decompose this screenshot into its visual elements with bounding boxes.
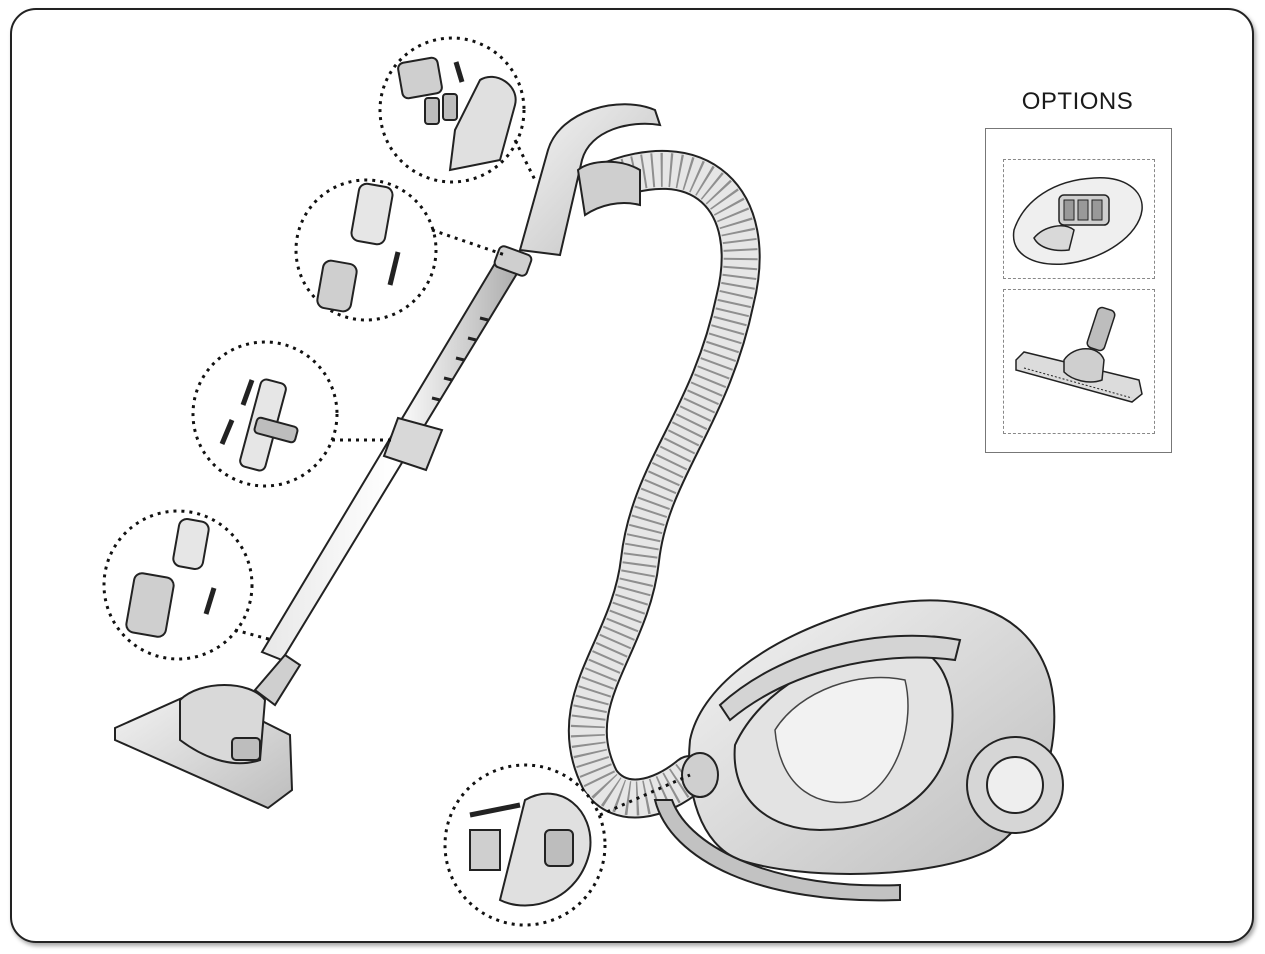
options-title: OPTIONS [1021,88,1134,115]
floor-nozzle [114,653,302,810]
flexible-hose [567,149,761,819]
callout-art [125,56,592,907]
floor-brush-icon [1015,306,1143,403]
options-panel [985,128,1172,453]
hose-handle [518,103,662,257]
canister-body [653,599,1064,902]
battery-pack-icon [1012,177,1143,265]
option-battery-pack [1003,159,1155,279]
telescopic-wand [260,245,533,662]
option-floor-brush [1003,289,1155,434]
callout-leaders [234,139,691,817]
